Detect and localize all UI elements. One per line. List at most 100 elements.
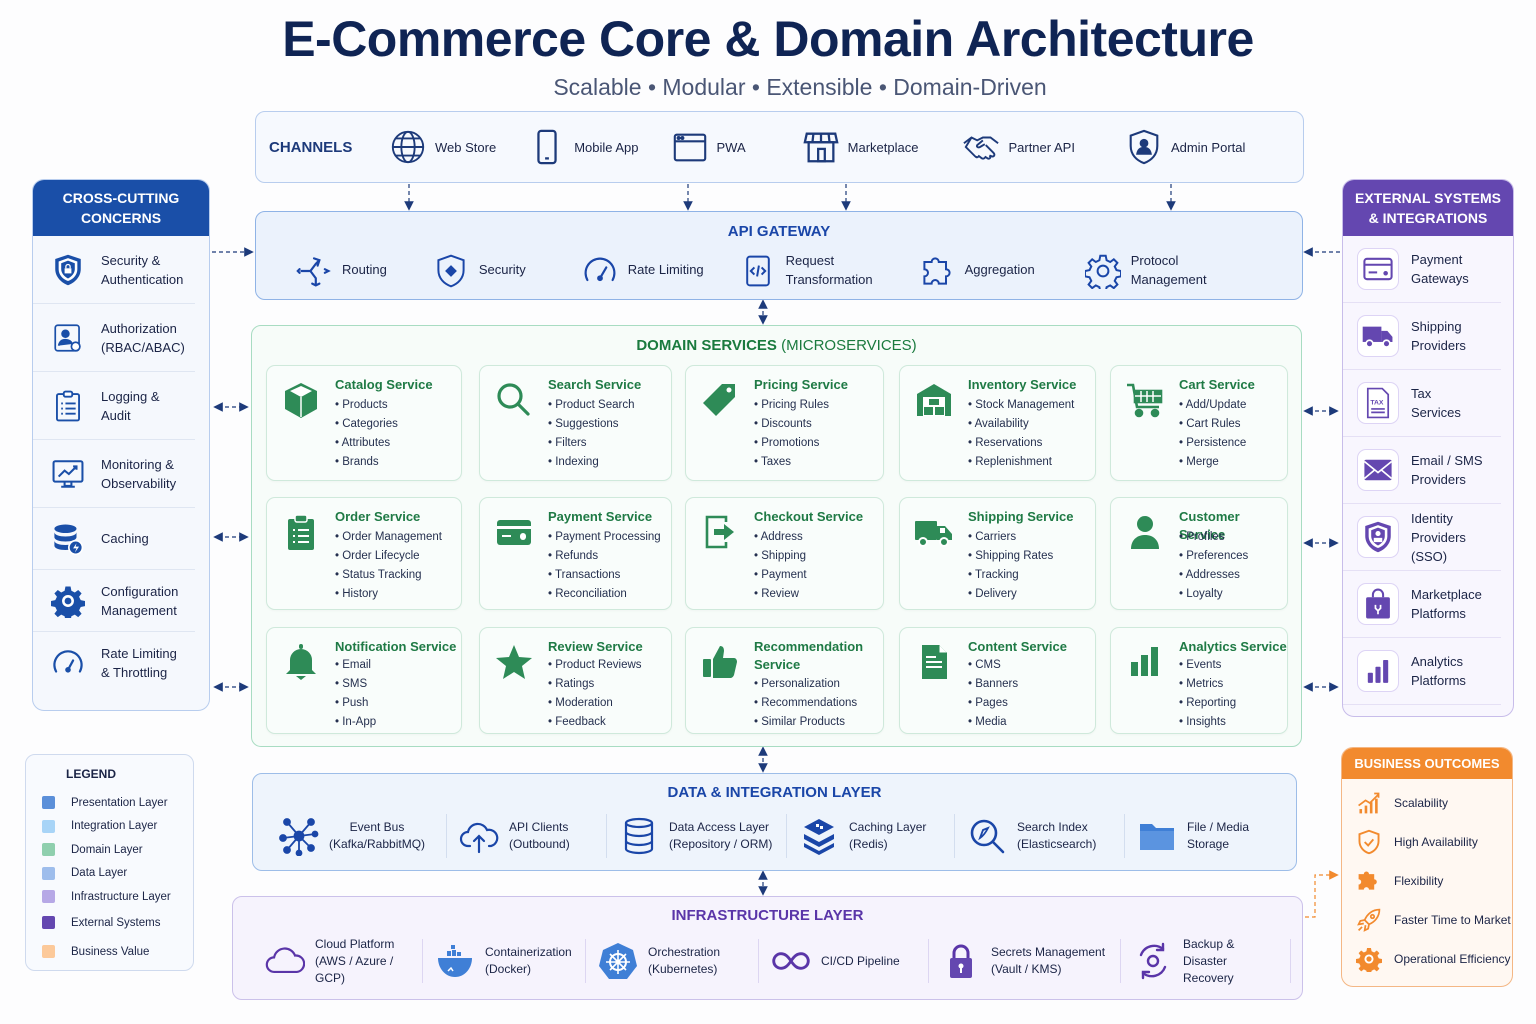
infra-item-secrets[interactable]: Secrets Management(Vault / KMS) xyxy=(929,939,1121,983)
business-outcomes-panel: BUSINESS OUTCOMES Scalability High Avail… xyxy=(1341,747,1513,987)
channel-pwa[interactable]: PWA xyxy=(671,128,746,166)
service-feature-list: ProfilesPreferencesAddressesLoyalty xyxy=(1179,528,1249,604)
database-bolt-icon xyxy=(54,524,84,555)
infinity-icon xyxy=(772,952,810,970)
gateway-aggregation[interactable]: Aggregation xyxy=(919,253,1035,289)
service-feature-list: EventsMetricsReportingInsights xyxy=(1179,656,1236,732)
cc-item-security[interactable]: Security &Authentication xyxy=(33,236,195,304)
cc-item-monitoring[interactable]: Monitoring &Observability xyxy=(33,440,195,508)
gateway-routing[interactable]: Routing xyxy=(296,253,387,289)
gauge-icon xyxy=(584,257,616,281)
puzzle-icon xyxy=(1358,870,1377,890)
service-card-search[interactable]: Search Service Product SearchSuggestions… xyxy=(479,365,672,481)
service-card-payment[interactable]: Payment Service Payment ProcessingRefund… xyxy=(479,497,672,610)
service-card-customer[interactable]: Customer Service ProfilesPreferencesAddr… xyxy=(1110,497,1288,610)
handshake-icon xyxy=(963,136,1000,160)
service-card-shipping[interactable]: Shipping Service CarriersShipping RatesT… xyxy=(899,497,1096,610)
cc-item-logging[interactable]: Logging &Audit xyxy=(33,372,195,440)
infra-item-containerization[interactable]: Containerization(Docker) xyxy=(423,939,586,983)
data-item-api-clients[interactable]: API Clients(Outbound) xyxy=(447,814,607,858)
service-card-cart[interactable]: Cart Service Add/UpdateCart RulesPersist… xyxy=(1110,365,1288,481)
legend-item-domain: Domain Layer xyxy=(42,838,193,862)
outcome-faster-time-to-market: Faster Time to Market xyxy=(1342,900,1512,939)
business-outcomes-title: BUSINESS OUTCOMES xyxy=(1342,748,1512,779)
domain-services-title: DOMAIN SERVICES (MICROSERVICES) xyxy=(636,337,917,354)
cloud-upload-icon xyxy=(459,822,499,854)
storefront-icon xyxy=(803,132,839,163)
channel-marketplace[interactable]: Marketplace xyxy=(802,128,918,166)
layers-icon xyxy=(804,819,834,855)
admin-shield-icon xyxy=(1129,129,1159,165)
network-hub-icon xyxy=(279,818,319,856)
legend-swatch xyxy=(42,843,55,857)
legend-swatch xyxy=(42,916,55,929)
channel-label: PWA xyxy=(716,139,746,155)
gear-icon xyxy=(1356,947,1382,972)
document-icon xyxy=(922,645,947,679)
service-card-notification[interactable]: Notification Service EmailSMSPushIn-App xyxy=(266,627,462,734)
thumbs-up-icon xyxy=(703,646,737,678)
cc-item-authorization[interactable]: Authorization(RBAC/ABAC) xyxy=(33,304,195,372)
bar-chart-icon xyxy=(1367,659,1389,683)
gateway-rate-limiting[interactable]: Rate Limiting xyxy=(582,253,704,289)
service-card-order[interactable]: Order Service Order ManagementOrder Life… xyxy=(266,497,462,610)
service-card-review[interactable]: Review Service Product ReviewsRatingsMod… xyxy=(479,627,672,734)
service-feature-list: Product ReviewsRatingsModerationFeedback xyxy=(548,656,641,732)
cc-item-caching[interactable]: Caching xyxy=(33,508,195,570)
channel-label: Partner API xyxy=(1008,139,1075,155)
data-item-data-access[interactable]: Data Access Layer(Repository / ORM) xyxy=(607,814,787,858)
code-icon xyxy=(745,255,770,287)
data-item-event-bus[interactable]: Event Bus(Kafka/RabbitMQ) xyxy=(267,814,447,858)
legend-swatch xyxy=(42,819,55,833)
channel-admin-portal[interactable]: Admin Portal xyxy=(1125,128,1245,166)
outcome-scalability: Scalability xyxy=(1342,783,1512,822)
service-card-inventory[interactable]: Inventory Service Stock ManagementAvaila… xyxy=(899,365,1096,481)
channel-partner-api[interactable]: Partner API xyxy=(962,128,1075,166)
service-card-pricing[interactable]: Pricing Service Pricing RulesDiscountsPr… xyxy=(685,365,884,481)
infra-item-cloud[interactable]: Cloud Platform(AWS / Azure / GCP) xyxy=(253,937,423,985)
infra-item-backup[interactable]: Backup &Disaster Recovery xyxy=(1121,937,1291,985)
data-item-search-index[interactable]: Search Index(Elasticsearch) xyxy=(955,814,1125,858)
service-card-catalog[interactable]: Catalog Service ProductsCategoriesAttrib… xyxy=(266,365,462,481)
channel-label: Mobile App xyxy=(574,139,639,155)
service-feature-list: AddressShippingPaymentReview xyxy=(754,528,807,604)
channel-mobile-app[interactable]: Mobile App xyxy=(528,128,639,166)
puzzle-icon xyxy=(923,257,951,285)
service-feature-list: Product SearchSuggestionsFiltersIndexing xyxy=(548,396,634,472)
infra-item-orchestration[interactable]: Orchestration(Kubernetes) xyxy=(586,939,759,983)
channel-label: Web Store xyxy=(435,139,497,155)
gateway-security[interactable]: Security xyxy=(433,253,526,289)
service-feature-list: Add/UpdateCart RulesPersistenceMerge xyxy=(1179,396,1247,472)
legend-item-presentation: Presentation Layer xyxy=(42,791,193,815)
legend-title: LEGEND xyxy=(66,767,117,781)
service-feature-list: Order ManagementOrder LifecycleStatus Tr… xyxy=(335,528,442,604)
outcome-high-availability: High Availability xyxy=(1342,822,1512,861)
channels-label: CHANNELS xyxy=(269,138,353,156)
legend-swatch xyxy=(42,945,55,958)
service-card-content[interactable]: Content Service CMSBannersPagesMedia xyxy=(899,627,1096,734)
security-shield-icon xyxy=(437,254,465,288)
star-icon xyxy=(496,645,532,679)
infra-item-cicd[interactable]: CI/CD Pipeline xyxy=(759,939,929,983)
data-item-caching-layer[interactable]: Caching Layer(Redis) xyxy=(787,814,955,858)
channel-web-store[interactable]: Web Store xyxy=(389,128,496,166)
shopping-cart-icon xyxy=(1127,383,1163,418)
legend-swatch xyxy=(42,796,55,810)
cc-item-rate-limiting[interactable]: Rate Limiting& Throttling xyxy=(33,632,195,694)
clipboard-list-icon xyxy=(56,390,80,421)
service-card-checkout[interactable]: Checkout Service AddressShippingPaymentR… xyxy=(685,497,884,610)
service-card-analytics[interactable]: Analytics Service EventsMetricsReporting… xyxy=(1110,627,1288,734)
